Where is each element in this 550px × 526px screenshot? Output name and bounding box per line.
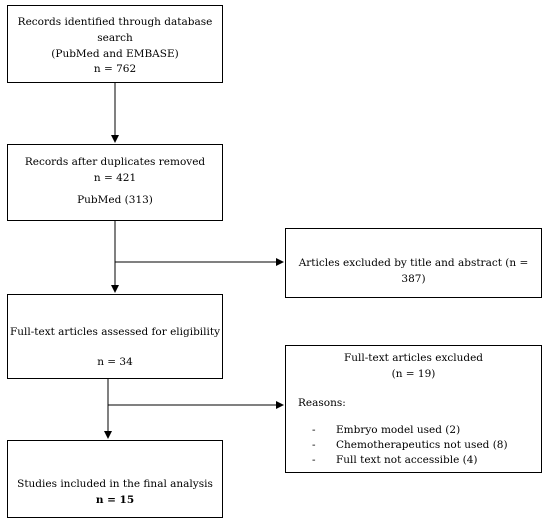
reason-dash: -	[312, 454, 316, 466]
reason-text: Embryo model used (2)	[336, 424, 461, 436]
dedup-line1: Records after duplicates removed	[24, 156, 206, 168]
assessed-text: Full-text articles assessed for eligibil…	[9, 326, 221, 338]
excluded-title-text: Articles excluded by title and abstract …	[298, 257, 529, 285]
dedup-count: n = 421	[93, 171, 137, 184]
box-records-deduplicated: Records after duplicates removed n = 421…	[7, 144, 223, 221]
identified-count: n = 762	[93, 63, 137, 76]
excluded-fulltext-count: (n = 19)	[391, 367, 436, 380]
identified-line2: (PubMed and EMBASE)	[51, 47, 179, 60]
reason-dash: -	[312, 424, 316, 436]
assessed-count: n = 34	[97, 356, 133, 368]
dedup-source: PubMed (313)	[77, 193, 153, 206]
box-fulltext-excluded: Full-text articles excluded (n = 19) Rea…	[285, 345, 542, 473]
reasons-label: Reasons:	[298, 397, 346, 409]
box-excluded-title-abstract: Articles excluded by title and abstract …	[285, 228, 542, 298]
included-count: n = 15	[95, 494, 135, 506]
box-records-identified: Records identified through database sear…	[7, 5, 223, 83]
identified-line1: Records identified through database sear…	[17, 16, 213, 44]
reason-item: - Full text not accessible (4)	[312, 453, 478, 469]
reason-text: Chemotherapeutics not used (8)	[336, 439, 508, 451]
reason-item: - Chemotherapeutics not used (8)	[312, 438, 508, 454]
excluded-fulltext-title: Full-text articles excluded	[343, 352, 484, 364]
box-fulltext-assessed: Full-text articles assessed for eligibil…	[7, 294, 223, 379]
included-text: Studies included in the final analysis	[17, 478, 213, 490]
reason-dash: -	[312, 439, 316, 451]
reason-text: Full text not accessible (4)	[336, 454, 478, 466]
box-studies-included: Studies included in the final analysis n…	[7, 440, 223, 518]
reason-item: - Embryo model used (2)	[312, 423, 460, 439]
